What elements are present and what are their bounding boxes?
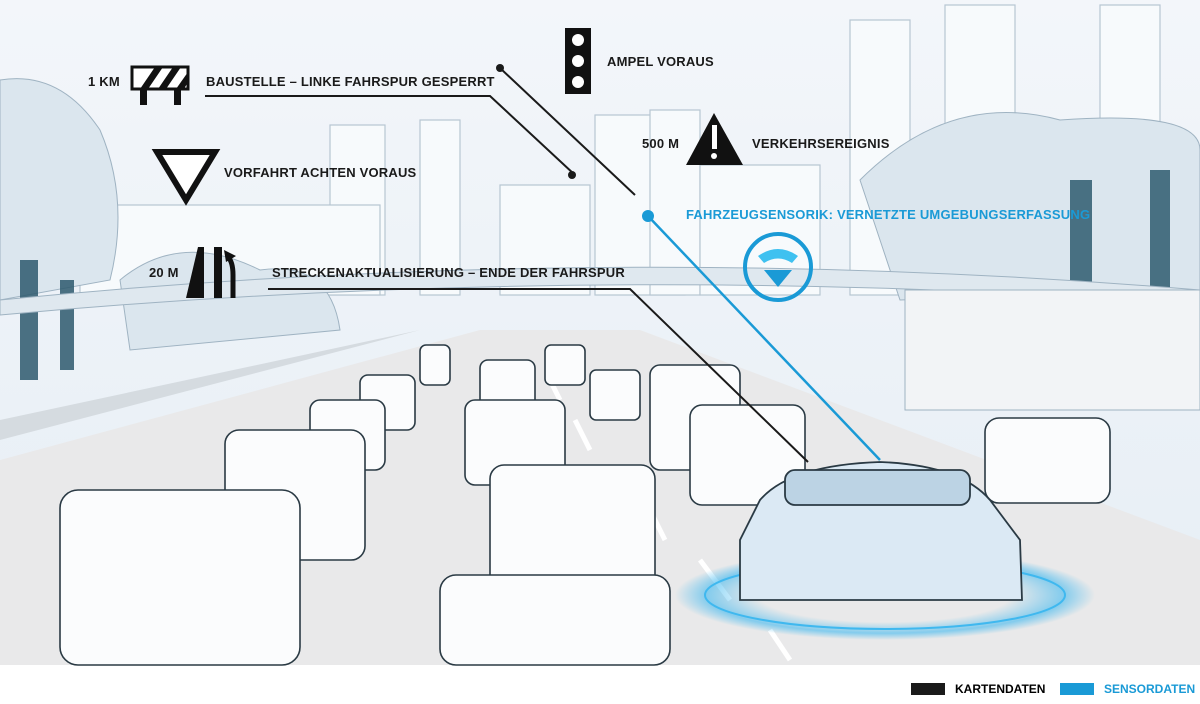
lane-end-label: STRECKENAKTUALISIERUNG – ENDE DER FAHRSP… bbox=[272, 265, 625, 280]
legend-swatch-map bbox=[911, 683, 945, 695]
construction-distance: 1 KM bbox=[88, 74, 120, 89]
wifi-signal-icon bbox=[743, 232, 813, 302]
sensor-data-line bbox=[647, 215, 881, 461]
sensor-label: FAHRZEUGSENSORIK: VERNETZTE UMGEBUNGSERF… bbox=[686, 207, 1091, 222]
legend-swatch-sensor bbox=[1060, 683, 1094, 695]
yield-sign-icon bbox=[151, 149, 221, 206]
legend-sensor-data: SENSORDATEN bbox=[1060, 682, 1195, 696]
traffic-light-icon bbox=[565, 28, 591, 94]
construction-barrier-icon bbox=[130, 65, 190, 105]
map-data-lines bbox=[205, 67, 809, 463]
construction-label: BAUSTELLE – LINKE FAHRSPUR GESPERRT bbox=[206, 74, 495, 89]
yield-label: VORFAHRT ACHTEN VORAUS bbox=[224, 165, 417, 180]
lane-end-distance: 20 M bbox=[149, 265, 179, 280]
legend-label-map: KARTENDATEN bbox=[955, 682, 1046, 696]
legend-map-data: KARTENDATEN bbox=[911, 682, 1045, 696]
ego-vehicle bbox=[739, 461, 1023, 601]
trees bbox=[0, 78, 1200, 351]
traffic-cars bbox=[59, 344, 1111, 666]
incident-distance: 500 M bbox=[642, 136, 680, 151]
legend-label-sensor: SENSORDATEN bbox=[1104, 682, 1196, 696]
lane-merge-icon bbox=[186, 247, 236, 298]
traffic-light-label: AMPEL VORAUS bbox=[607, 54, 714, 69]
warning-triangle-icon bbox=[686, 113, 743, 165]
incident-label: VERKEHRSEREIGNIS bbox=[752, 136, 890, 151]
